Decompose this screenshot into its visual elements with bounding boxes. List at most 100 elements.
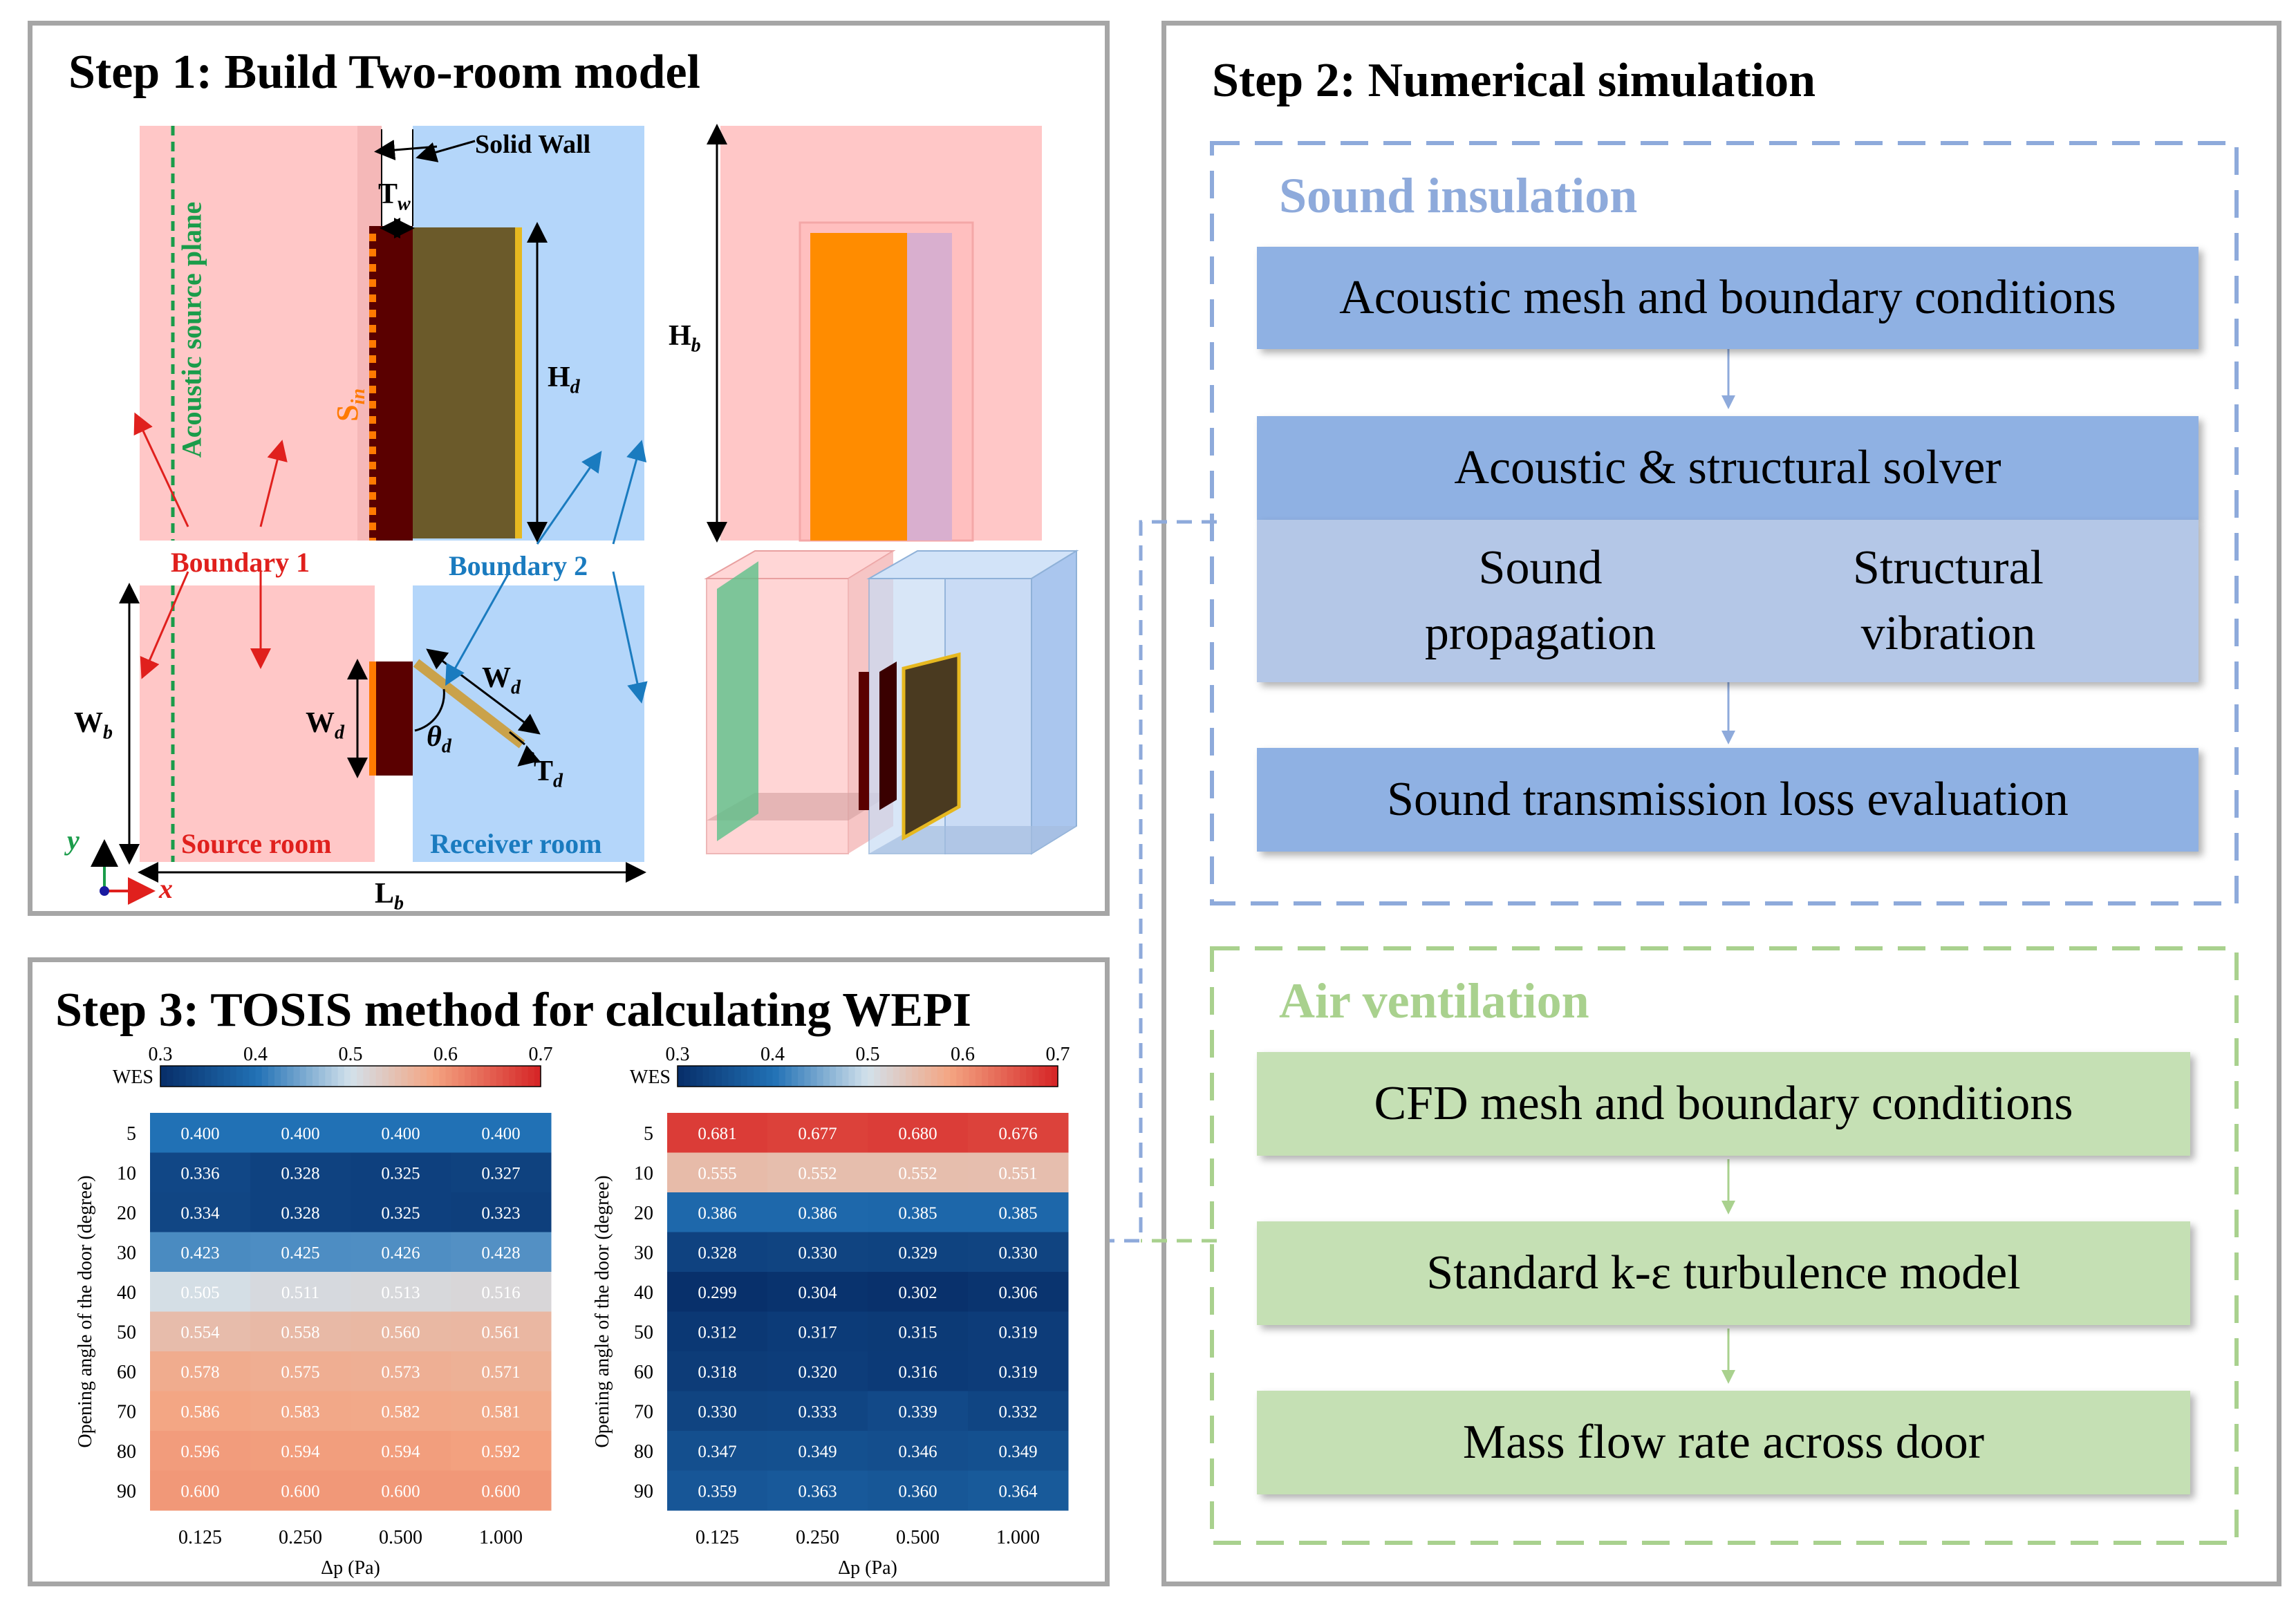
sound-propagation-label: Sound propagation <box>1424 541 1656 660</box>
x-tick-label: 0.500 <box>379 1527 422 1548</box>
cell-value-label: 0.594 <box>381 1443 420 1461</box>
axis-y-label: y <box>67 825 80 856</box>
cell-value-label: 0.304 <box>798 1284 837 1302</box>
colorbar-segment <box>982 1066 989 1087</box>
heatmap-cell <box>250 1113 351 1153</box>
heatmap-cell <box>968 1311 1069 1352</box>
y-tick-label: 50 <box>117 1322 136 1343</box>
cell-value-label: 0.385 <box>998 1204 1037 1223</box>
colorbar-segment <box>325 1066 333 1087</box>
colorbar-segment <box>427 1066 433 1087</box>
colorbar-segment <box>975 1066 982 1087</box>
colorbar-segment <box>389 1066 395 1087</box>
colorbar-segment <box>804 1066 812 1087</box>
heatmap-cell <box>767 1431 868 1471</box>
front-view-door-orange <box>810 233 907 541</box>
cell-value-label: 0.325 <box>381 1204 420 1223</box>
heatmap-cell <box>150 1391 251 1432</box>
colorbar-tick: 0.5 <box>856 1044 880 1065</box>
sound-insulation-label: Sound insulation <box>1279 168 1638 223</box>
cell-value-label: 0.552 <box>898 1164 937 1183</box>
heatmap-cell <box>250 1272 351 1312</box>
heatmap-cell <box>351 1431 451 1471</box>
cell-value-label: 0.328 <box>698 1244 736 1262</box>
heatmap-cell <box>767 1152 868 1193</box>
y-tick-label: 20 <box>634 1203 653 1224</box>
heatmap-cell <box>968 1391 1069 1432</box>
colorbar-segment <box>690 1066 698 1087</box>
heatmap-cell <box>451 1391 552 1432</box>
colorbar-segment <box>268 1066 275 1087</box>
heatmap-cell <box>968 1272 1069 1312</box>
y-tick-label: 30 <box>117 1242 136 1264</box>
y-tick-label: 90 <box>634 1481 653 1502</box>
colorbar-tick: 0.3 <box>149 1044 173 1065</box>
heatmap-cell <box>767 1391 868 1432</box>
cell-value-label: 0.575 <box>281 1363 319 1382</box>
colorbar-segment <box>198 1066 205 1087</box>
cell-value-label: 0.680 <box>898 1125 937 1143</box>
heatmap-cell <box>351 1192 451 1232</box>
colorbar-segment <box>281 1066 288 1087</box>
heatmap-cell <box>968 1113 1069 1153</box>
colorbar-segment <box>747 1066 754 1087</box>
heatmap-cell <box>451 1470 552 1511</box>
colorbar-segment <box>944 1066 951 1087</box>
cell-value-label: 0.317 <box>798 1323 837 1342</box>
colorbar-segment <box>912 1066 919 1087</box>
colorbar-label: WES <box>630 1067 671 1088</box>
heatmap-cell <box>250 1311 351 1352</box>
colorbar-segment <box>312 1066 319 1087</box>
cell-value-label: 0.400 <box>481 1125 520 1143</box>
colorbar-segment <box>778 1066 786 1087</box>
colorbar-segment <box>503 1066 510 1087</box>
heatmap-cell <box>667 1311 768 1352</box>
colorbar-segment <box>709 1066 716 1087</box>
cell-value-label: 0.596 <box>180 1443 219 1461</box>
colorbar-segment <box>956 1066 964 1087</box>
colorbar-segment <box>363 1066 371 1087</box>
heatmap-cell <box>250 1232 351 1273</box>
heatmap-cell <box>868 1232 969 1273</box>
colorbar-segment <box>728 1066 736 1087</box>
colorbar-segment <box>1051 1066 1058 1087</box>
cell-value-label: 0.400 <box>381 1125 420 1143</box>
heatmap-cell <box>868 1391 969 1432</box>
cell-value-label: 0.312 <box>698 1323 736 1342</box>
colorbar-segment <box>287 1066 295 1087</box>
receiver-room-label: Receiver room <box>430 828 602 859</box>
air-ventilation-label: Air ventilation <box>1279 973 1589 1029</box>
y-tick-label: 5 <box>644 1123 653 1145</box>
solver-box: Acoustic & structural solver <box>1257 416 2199 520</box>
colorbar-segment <box>740 1066 748 1087</box>
cell-value-label: 0.554 <box>180 1323 220 1342</box>
colorbar-segment <box>754 1066 760 1087</box>
colorbar-segment <box>792 1066 799 1087</box>
colorbar-segment <box>734 1066 742 1087</box>
colorbar-segment <box>255 1066 263 1087</box>
colorbar-segment <box>185 1066 193 1087</box>
heatmap-cell <box>150 1192 251 1232</box>
colorbar-segment <box>678 1066 684 1087</box>
colorbar-segment <box>236 1066 243 1087</box>
colorbar-segment <box>810 1066 818 1087</box>
colorbar-segment <box>886 1066 894 1087</box>
cell-value-label: 0.315 <box>898 1323 937 1342</box>
cell-value-label: 0.600 <box>281 1482 319 1501</box>
cell-value-label: 0.334 <box>180 1204 220 1223</box>
colorbar-segment <box>785 1066 792 1087</box>
cell-value-label: 0.586 <box>180 1402 219 1421</box>
solver-sub-box: Sound propagation Structural vibration <box>1257 520 2199 682</box>
cell-value-label: 0.511 <box>281 1284 319 1302</box>
colorbar-segment <box>401 1066 409 1087</box>
heatmap-cell <box>667 1272 768 1312</box>
wd-left-label: Wd <box>306 707 344 744</box>
colorbar-segment <box>471 1066 478 1087</box>
cell-value-label: 0.573 <box>381 1363 420 1382</box>
source-room-side <box>140 126 382 541</box>
heatmap-cell <box>150 1431 251 1471</box>
y-tick-label: 30 <box>634 1242 653 1264</box>
colorbar-segment <box>382 1066 389 1087</box>
heatmap-cell <box>250 1431 351 1471</box>
colorbar-frame <box>677 1065 1058 1087</box>
